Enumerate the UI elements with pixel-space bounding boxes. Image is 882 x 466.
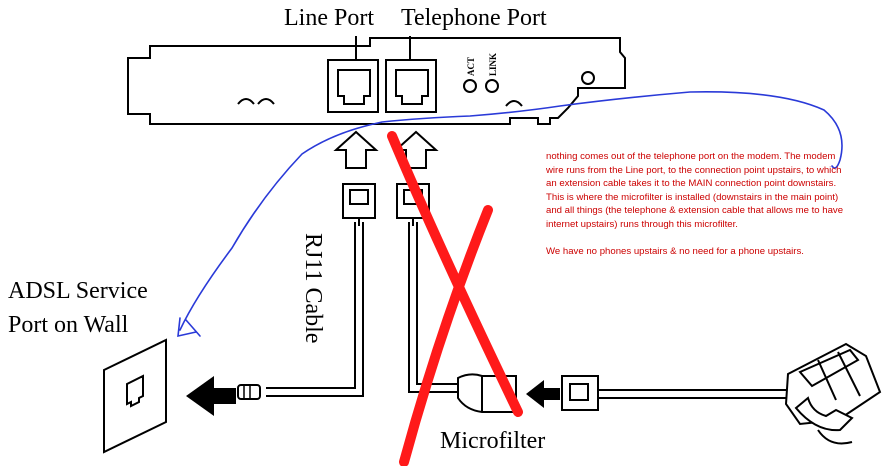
telephone-port-jack — [385, 59, 437, 113]
adsl-port-label: Port on Wall — [8, 312, 129, 338]
rj11-end-plug-icon — [237, 384, 261, 400]
act-label: ACT — [466, 57, 476, 76]
line-port-label: Line Port — [284, 5, 374, 31]
act-led-icon — [463, 79, 477, 93]
link-led-icon — [485, 79, 499, 93]
annotation-paragraph-1: nothing comes out of the telephone port … — [546, 151, 844, 230]
line-port-up-arrow-icon — [333, 130, 379, 169]
phone-cable-inner — [416, 222, 458, 385]
wall-plate — [103, 338, 167, 454]
phone-cable-outer — [408, 222, 458, 393]
microfilter-input-arrow-icon — [526, 380, 560, 408]
rj11-cable-label: RJ11 Cable — [300, 233, 326, 343]
line-port-jack — [327, 59, 379, 113]
telephone-icon — [784, 342, 882, 445]
microfilter-label: Microfilter — [440, 428, 545, 454]
link-label: LINK — [488, 53, 498, 76]
hand-drawn-blue-route — [179, 91, 843, 331]
red-cross-out-icon — [387, 131, 523, 466]
rj11-cable-outer — [266, 222, 356, 389]
adsl-service-label: ADSL Service — [8, 278, 148, 304]
annotation-paragraph-2: We have no phones upstairs & no need for… — [546, 246, 804, 258]
annotation-note: nothing comes out of the telephone port … — [546, 150, 846, 272]
rj11-cable-inner — [266, 222, 364, 397]
hand-drawn-blue-arrowhead-icon — [177, 317, 201, 338]
telephone-port-label: Telephone Port — [401, 5, 547, 31]
wall-insert-arrow-icon — [186, 376, 236, 416]
telephone-plug — [561, 375, 790, 411]
rj11-plug-left — [342, 183, 376, 226]
modem-card — [127, 37, 626, 125]
